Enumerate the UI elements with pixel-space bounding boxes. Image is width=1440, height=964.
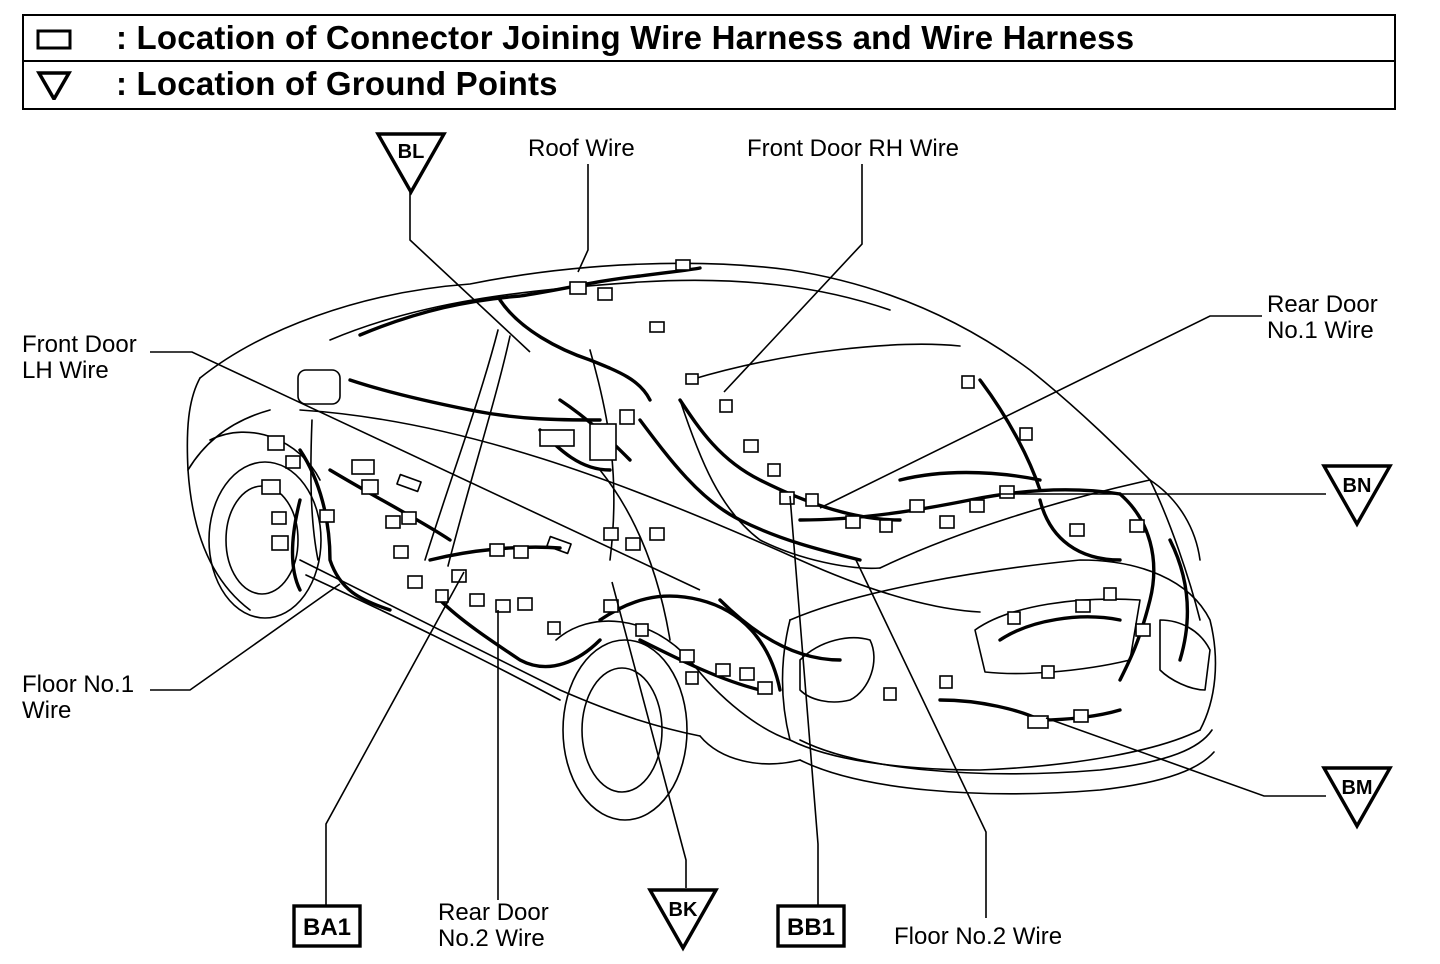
connector-ba1: BA1 [292, 904, 362, 948]
label-floor-no2-wire: Floor No.2 Wire [894, 923, 1062, 950]
legend-row-connector: : Location of Connector Joining Wire Har… [24, 16, 1394, 62]
leader-lines [150, 164, 1326, 918]
harness-connectors [261, 259, 1151, 729]
ground-point-bl: BL [375, 132, 447, 196]
label-rear-door-no2-line1: Rear Door [438, 899, 549, 926]
ground-triangle-icon [647, 888, 719, 952]
connector-bb1: BB1 [776, 904, 846, 948]
connector-label-ba1: BA1 [303, 914, 351, 941]
ground-label-bn: BN [1343, 475, 1372, 497]
label-front-door-lh-line1: Front Door [22, 331, 137, 358]
ground-label-bm: BM [1341, 777, 1372, 799]
label-rear-door-no1-line2: No.1 Wire [1267, 317, 1374, 344]
legend-connector-text: : Location of Connector Joining Wire Har… [116, 19, 1135, 56]
wire-harness-routing [290, 266, 1190, 722]
ground-point-bn: BN [1321, 464, 1393, 528]
leader-floor-no1 [150, 583, 341, 691]
ground-point-bk: BK [647, 888, 719, 952]
leader-floor-no2 [855, 559, 987, 918]
leader-ba1 [325, 571, 465, 906]
leader-rear-door-no1 [819, 315, 1262, 509]
ground-triangle-icon [375, 132, 447, 196]
ground-label-bl: BL [398, 141, 425, 163]
ground-point-bm: BM [1321, 766, 1393, 830]
label-roof-wire: Roof Wire [528, 135, 635, 162]
legend-box: : Location of Connector Joining Wire Har… [22, 14, 1396, 110]
leader-bm [1045, 717, 1326, 797]
connector-label-bb1: BB1 [787, 914, 835, 941]
connector-square-icon [36, 29, 72, 50]
leader-roof-wire [577, 164, 589, 273]
label-front-door-lh-line2: LH Wire [22, 357, 109, 384]
label-floor-no1-line2: Wire [22, 697, 71, 724]
ground-triangle-icon [36, 71, 72, 100]
label-rear-door-no2-line2: No.2 Wire [438, 925, 545, 952]
label-rear-door-no1-line1: Rear Door [1267, 291, 1378, 318]
car-body-outline [186, 262, 1217, 821]
leader-bl [409, 192, 531, 353]
label-front-door-rh-wire: Front Door RH Wire [747, 135, 959, 162]
leader-bk [611, 581, 687, 888]
legend-ground-text: : Location of Ground Points [116, 65, 558, 102]
ground-triangle-icon [1321, 766, 1393, 830]
leader-front-door-lh [150, 351, 701, 591]
leader-bb1 [789, 495, 819, 906]
label-floor-no1-line1: Floor No.1 [22, 671, 134, 698]
ground-triangle-icon [1321, 464, 1393, 528]
wire-labels: Roof Wire Front Door RH Wire Rear Door N… [22, 135, 1378, 952]
leader-front-door-rh [723, 164, 863, 393]
legend-row-ground: : Location of Ground Points [24, 62, 1394, 108]
ground-label-bk: BK [669, 899, 698, 921]
